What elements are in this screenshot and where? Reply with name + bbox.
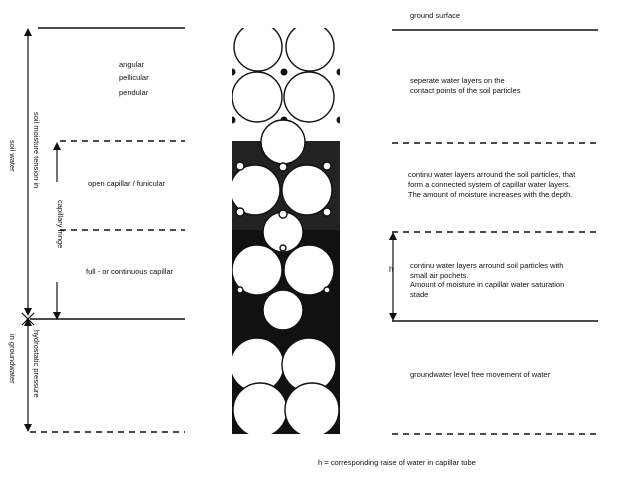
soil-particle: [261, 120, 305, 164]
water-meniscus: [229, 69, 236, 76]
zone2-desc-line3: The amount of moisture increases with th…: [408, 190, 572, 200]
zone3-desc-line3: Amount of moisture in capillar water sat…: [410, 280, 564, 290]
air-pocket: [324, 287, 330, 293]
pellicular-label: pellicular: [119, 73, 149, 83]
zone2-desc-line1: continu water layers arround the soil pa…: [408, 170, 575, 180]
zone3-desc-line1: continu water layers arround soil partic…: [410, 261, 563, 271]
air-pocket: [279, 163, 287, 171]
water-meniscus: [337, 117, 344, 124]
water-meniscus: [281, 69, 288, 76]
soil-particle: [285, 383, 339, 437]
soil-particle-column: [229, 23, 344, 437]
angular-label: angular: [119, 60, 144, 70]
hydrostatic-pressure-vlabel: hydrostatic pressure: [32, 330, 41, 398]
zone3-desc-line4: stade: [410, 290, 428, 300]
air-pocket: [236, 162, 244, 170]
air-pocket: [237, 287, 243, 293]
open-capillar-label: open capillar / funicular: [88, 179, 165, 189]
air-pocket: [279, 210, 287, 218]
soil-particle: [263, 290, 303, 330]
groundwater-vlabel: in groundwater: [8, 334, 17, 384]
full-capillar-label: full - or continuous capillar: [86, 267, 173, 277]
air-pocket: [280, 245, 286, 251]
soil-water-vlabel: soil water: [8, 140, 17, 172]
air-pocket: [323, 208, 331, 216]
soil-particle: [234, 23, 282, 71]
air-pocket: [323, 162, 331, 170]
soil-particle: [286, 23, 334, 71]
zone4-desc: groundwater level free movement of water: [410, 370, 550, 380]
footnote: h = corresponding raise of water in capi…: [318, 458, 476, 468]
soil-moisture-tension-vlabel: soil moisture tension in: [32, 112, 41, 188]
soil-particle: [233, 383, 287, 437]
zone1-desc-line2: contact points of the soil particles: [410, 86, 520, 96]
soil-particle: [282, 165, 332, 215]
soil-particle: [230, 165, 280, 215]
ground-surface-label: ground surface: [410, 11, 460, 21]
soil-particle: [284, 72, 334, 122]
water-meniscus: [229, 117, 236, 124]
pendular-label: pendular: [119, 88, 148, 98]
zone2-desc-line2: form a connected system of capillar wate…: [408, 180, 571, 190]
air-pocket: [236, 208, 244, 216]
soil-particle: [232, 72, 282, 122]
water-meniscus: [337, 69, 344, 76]
h-label: h: [389, 265, 393, 275]
capillary-fringe-vlabel: capillary fringe: [56, 200, 65, 248]
zone1-desc-line1: seperate water layers on the: [410, 76, 505, 86]
